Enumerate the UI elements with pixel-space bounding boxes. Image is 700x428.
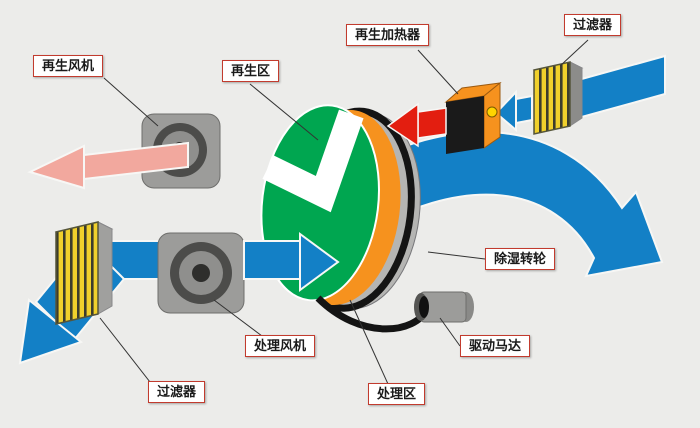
drive-motor-graphic	[414, 291, 474, 323]
regen-air-to-heater-arrow	[494, 89, 533, 133]
label-process-zone: 处理区	[368, 383, 426, 405]
leader-line-filter-bottom	[99, 317, 151, 383]
regen-heater-graphic	[444, 81, 502, 154]
process-air-wheel-arrowhead	[299, 232, 340, 292]
leader-line-regen-zone	[249, 83, 319, 141]
leader-line-regen-heater	[417, 49, 459, 95]
regeneration-sector	[262, 109, 364, 213]
filter-bottom-graphic	[54, 221, 114, 325]
moist-air-exhaust-arrow	[27, 141, 189, 190]
label-filter-bottom: 过滤器	[148, 381, 206, 403]
regen-arrow-shaft	[515, 94, 533, 125]
leader-line-wheel	[427, 251, 486, 260]
leader-line-process-fan	[213, 299, 263, 337]
label-regen-fan: 再生风机	[33, 55, 104, 77]
moist-air-head	[27, 144, 85, 190]
process-air-inlet-arrowhead	[18, 298, 84, 365]
process-air-to-wheel-duct	[243, 240, 303, 280]
leader-line-regen-fan	[103, 77, 159, 127]
label-regen-zone: 再生区	[222, 60, 280, 82]
leader-line-process-zone	[349, 299, 389, 385]
heater-front-face	[446, 96, 484, 154]
filter-bottom-front-face	[55, 221, 99, 325]
label-drive-motor: 驱动马达	[460, 335, 531, 357]
hot-air-shaft	[417, 107, 447, 139]
motor-pulley	[419, 296, 429, 318]
filter-bottom-side-face	[97, 221, 113, 315]
regen-arrow-head	[494, 89, 517, 133]
label-process-fan: 处理风机	[245, 335, 316, 357]
process-fan-hub	[192, 264, 210, 282]
heater-indicator	[486, 106, 498, 118]
label-regen-heater: 再生加热器	[346, 24, 430, 46]
leader-line-motor	[439, 317, 461, 347]
filter-top-front-face	[533, 61, 571, 135]
regen-air-intake-duct	[577, 54, 666, 120]
filter-top-side-face	[569, 61, 583, 127]
label-filter-top: 过滤器	[564, 14, 622, 36]
label-dehumid-wheel: 除湿转轮	[485, 248, 556, 270]
hot-air-head	[386, 102, 419, 148]
leader-line-filter-top	[559, 39, 589, 67]
filter-top-graphic	[532, 61, 584, 135]
process-fan-graphic	[157, 232, 245, 314]
hot-air-arrow	[386, 102, 447, 148]
